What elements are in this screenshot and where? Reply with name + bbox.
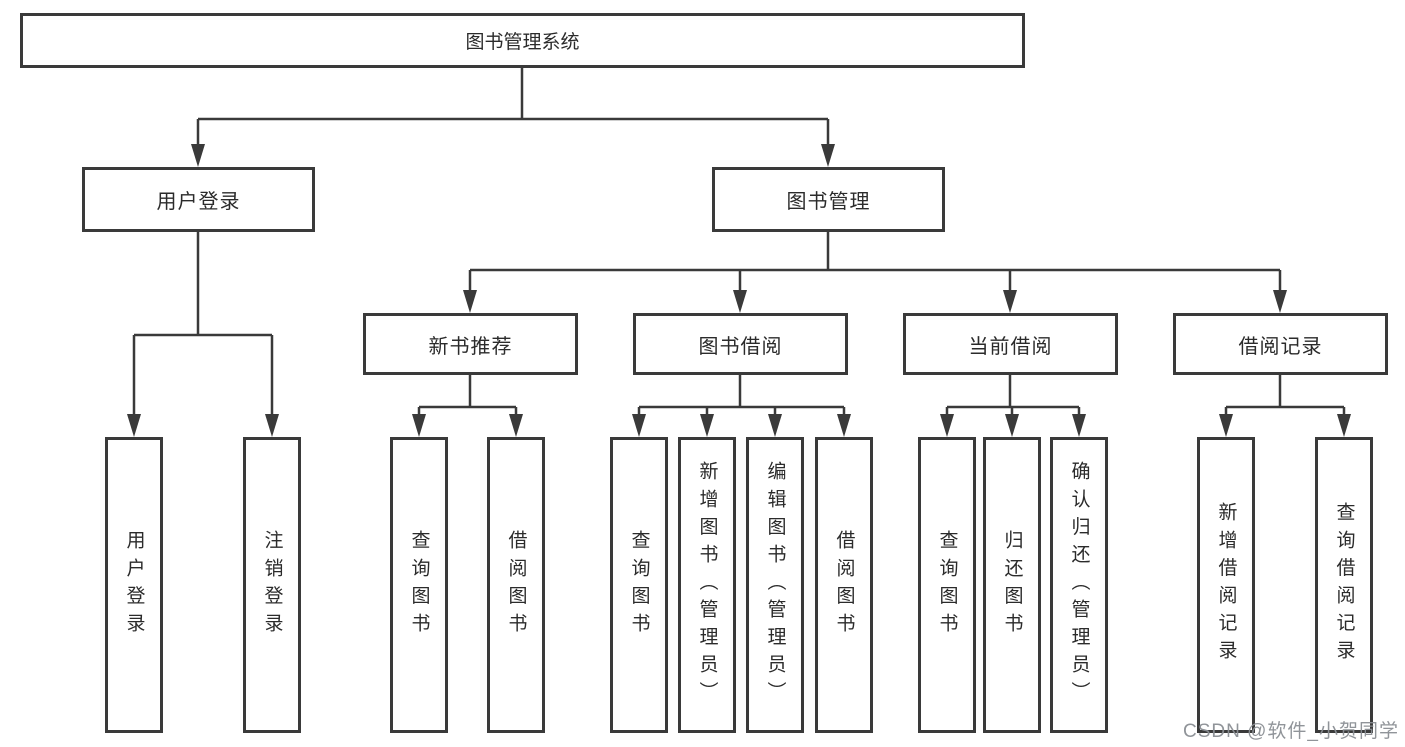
node-book-mgmt-label: 图书管理 bbox=[786, 191, 871, 213]
leaf-add-borrow-record: 新增借阅记录 bbox=[1197, 437, 1255, 733]
leaf-edit-book-admin-label: 编辑图书（管理员） bbox=[764, 461, 786, 709]
leaf-query-books-borrowing: 查询图书 bbox=[610, 437, 668, 733]
leaf-add-borrow-record-label: 新增借阅记录 bbox=[1215, 502, 1237, 668]
node-book-borrowing: 图书借阅 bbox=[633, 313, 848, 375]
leaf-confirm-return-admin-label: 确认归还（管理员） bbox=[1068, 461, 1090, 709]
leaf-edit-book-admin: 编辑图书（管理员） bbox=[746, 437, 804, 733]
leaf-logout-label: 注销登录 bbox=[261, 529, 283, 641]
node-root-label: 图书管理系统 bbox=[465, 32, 580, 53]
node-book-borrowing-label: 图书借阅 bbox=[698, 335, 783, 358]
leaf-borrow-books-recommend-label: 借阅图书 bbox=[505, 529, 527, 641]
leaf-borrow-books-borrowing: 借阅图书 bbox=[815, 437, 873, 733]
node-user-login: 用户登录 bbox=[82, 167, 315, 232]
node-new-book-recommend: 新书推荐 bbox=[363, 313, 578, 375]
leaf-query-books-recommend-label: 查询图书 bbox=[408, 529, 430, 641]
node-book-mgmt: 图书管理 bbox=[712, 167, 945, 232]
leaf-query-books-current-label: 查询图书 bbox=[936, 529, 958, 641]
leaf-query-borrow-record: 查询借阅记录 bbox=[1315, 437, 1373, 733]
leaf-logout: 注销登录 bbox=[243, 437, 301, 733]
leaf-query-books-current: 查询图书 bbox=[918, 437, 976, 733]
node-current-borrowing: 当前借阅 bbox=[903, 313, 1118, 375]
leaf-return-books: 归还图书 bbox=[983, 437, 1041, 733]
node-new-book-recommend-label: 新书推荐 bbox=[428, 335, 513, 358]
node-borrowing-records: 借阅记录 bbox=[1173, 313, 1388, 375]
leaf-query-books-recommend: 查询图书 bbox=[390, 437, 448, 733]
leaf-return-books-label: 归还图书 bbox=[1001, 529, 1023, 641]
node-root: 图书管理系统 bbox=[20, 13, 1025, 68]
leaf-user-login: 用户登录 bbox=[105, 437, 163, 733]
leaf-borrow-books-borrowing-label: 借阅图书 bbox=[833, 529, 855, 641]
leaf-user-login-label: 用户登录 bbox=[123, 529, 145, 641]
arrowheads bbox=[127, 144, 1351, 437]
node-current-borrowing-label: 当前借阅 bbox=[968, 335, 1053, 358]
leaf-query-books-borrowing-label: 查询图书 bbox=[628, 529, 650, 641]
leaf-confirm-return-admin: 确认归还（管理员） bbox=[1050, 437, 1108, 733]
node-user-login-label: 用户登录 bbox=[156, 191, 241, 213]
leaf-borrow-books-recommend: 借阅图书 bbox=[487, 437, 545, 733]
leaf-add-book-admin: 新增图书（管理员） bbox=[678, 437, 736, 733]
node-borrowing-records-label: 借阅记录 bbox=[1238, 335, 1323, 358]
leaf-query-borrow-record-label: 查询借阅记录 bbox=[1333, 502, 1355, 668]
leaf-add-book-admin-label: 新增图书（管理员） bbox=[696, 461, 718, 709]
